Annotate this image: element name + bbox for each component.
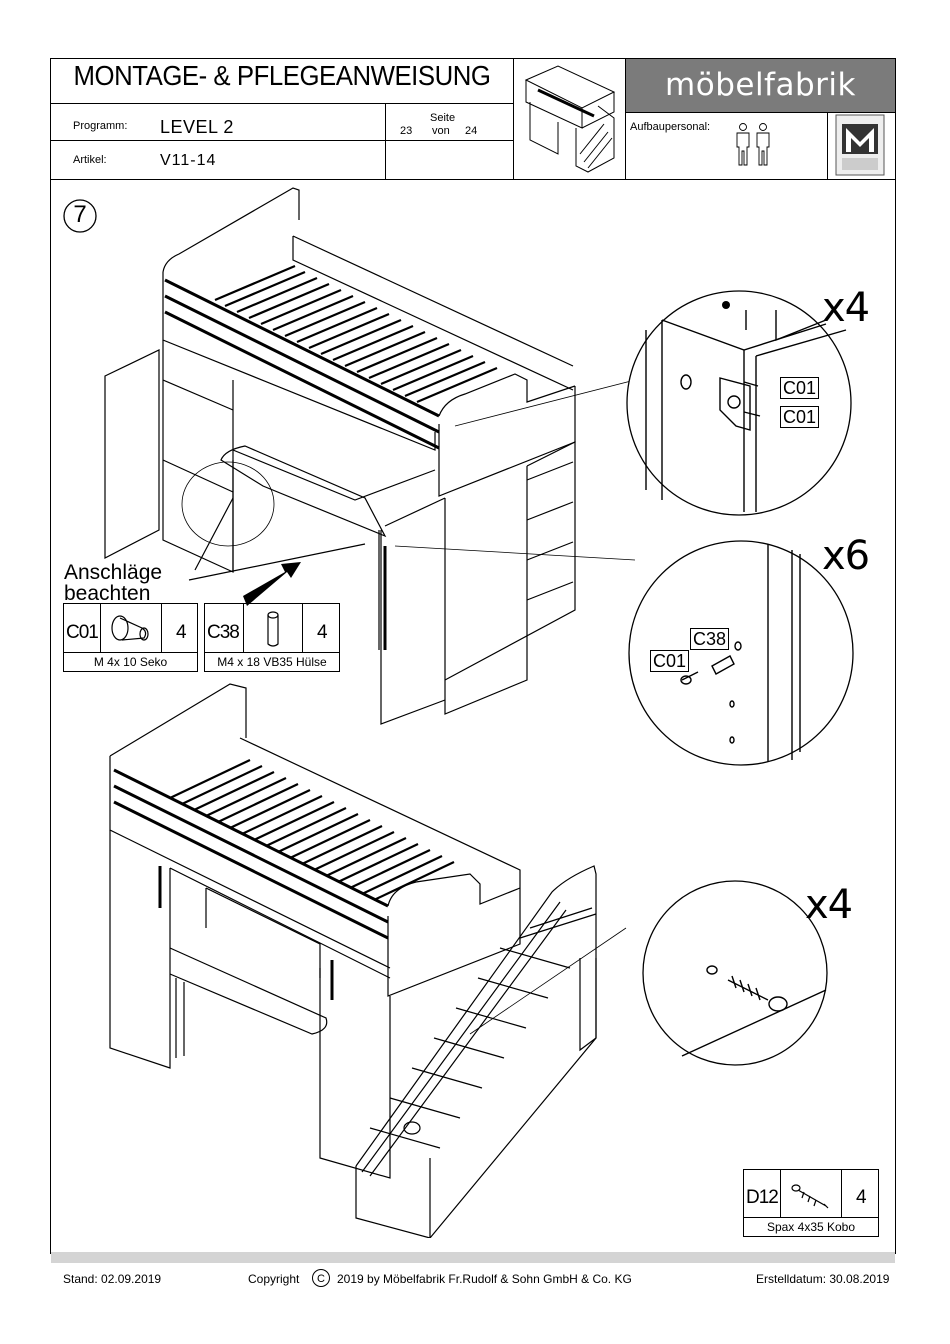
part-table-c38: C38 4 M4 x 18 VB35 Hülse bbox=[204, 603, 340, 672]
footer-erstelldatum: Erstelldatum: 30.08.2019 bbox=[756, 1272, 890, 1286]
note-line-2: beachten bbox=[64, 582, 151, 605]
step-number: 7 bbox=[73, 201, 87, 228]
programm-value: LEVEL 2 bbox=[160, 117, 234, 137]
page-total: 24 bbox=[465, 125, 478, 137]
sleeve-icon bbox=[267, 611, 279, 647]
copyright-symbol-icon bbox=[312, 1269, 330, 1287]
artikel-value: V11-14 bbox=[160, 152, 217, 169]
footer-copyright-prefix: Copyright bbox=[248, 1272, 300, 1286]
part-qty: 4 bbox=[317, 622, 328, 643]
footer-stand: Stand: 02.09.2019 bbox=[63, 1272, 162, 1286]
part-qty: 4 bbox=[856, 1187, 867, 1208]
bed-assembly-drawing-top bbox=[104, 187, 635, 725]
cam-bolt-icon bbox=[111, 615, 149, 641]
artikel-label: Artikel: bbox=[73, 154, 107, 166]
multiplier-mid: x6 bbox=[822, 533, 870, 579]
bed-assembly-drawing-bottom bbox=[109, 683, 627, 1238]
note-line-1: Anschläge bbox=[64, 561, 163, 584]
header-divider bbox=[50, 140, 514, 141]
multiplier-bottom: x4 bbox=[805, 882, 853, 928]
part-code: C01 bbox=[66, 622, 99, 643]
two-persons-icon bbox=[736, 123, 770, 166]
header-divider bbox=[50, 103, 514, 104]
callout-label: C01 bbox=[650, 650, 690, 672]
detail-callout-sleeve bbox=[628, 540, 854, 766]
part-description: M 4x 10 Seko bbox=[64, 652, 197, 671]
brand-banner: möbelfabrik rudolf bbox=[626, 59, 895, 156]
step-number-badge bbox=[63, 199, 97, 233]
part-qty: 4 bbox=[176, 622, 187, 643]
callout-label: C01 bbox=[780, 377, 820, 399]
page-current: 23 bbox=[400, 125, 413, 137]
footer-copyright-text: 2019 by Möbelfabrik Fr.Rudolf & Sohn Gmb… bbox=[337, 1272, 632, 1286]
header-divider bbox=[513, 58, 514, 179]
detail-callout-screw bbox=[642, 880, 828, 1066]
screw-icon bbox=[791, 1184, 829, 1209]
header-divider bbox=[625, 58, 626, 179]
header-divider bbox=[385, 103, 386, 179]
header-divider bbox=[50, 179, 896, 180]
part-code: D12 bbox=[746, 1187, 779, 1208]
callout-label: C38 bbox=[690, 628, 730, 650]
footer-copyright-symbol: C bbox=[317, 1273, 325, 1285]
part-table-c01: C01 4 M 4x 10 Seko bbox=[63, 603, 198, 672]
part-description: M4 x 18 VB35 Hülse bbox=[205, 652, 339, 671]
document-title: MONTAGE- & PFLEGEANWEISUNG bbox=[73, 60, 491, 91]
product-thumbnail-icon bbox=[524, 65, 616, 173]
header-divider bbox=[626, 112, 895, 113]
footer-bar bbox=[51, 1252, 895, 1263]
part-code: C38 bbox=[207, 622, 240, 643]
programm-label: Programm: bbox=[73, 120, 128, 132]
callout-label: C01 bbox=[780, 406, 820, 428]
detail-callout-bracket bbox=[626, 290, 852, 516]
aufbaupersonal-label: Aufbaupersonal: bbox=[630, 121, 711, 133]
part-table-d12: D12 4 Spax 4x35 Kobo bbox=[743, 1169, 879, 1237]
part-description: Spax 4x35 Kobo bbox=[744, 1217, 878, 1236]
multiplier-top: x4 bbox=[822, 285, 870, 331]
page-von: von bbox=[432, 125, 450, 137]
quality-seal-icon bbox=[835, 114, 885, 176]
header-divider bbox=[827, 112, 828, 179]
seite-label: Seite bbox=[430, 112, 456, 124]
